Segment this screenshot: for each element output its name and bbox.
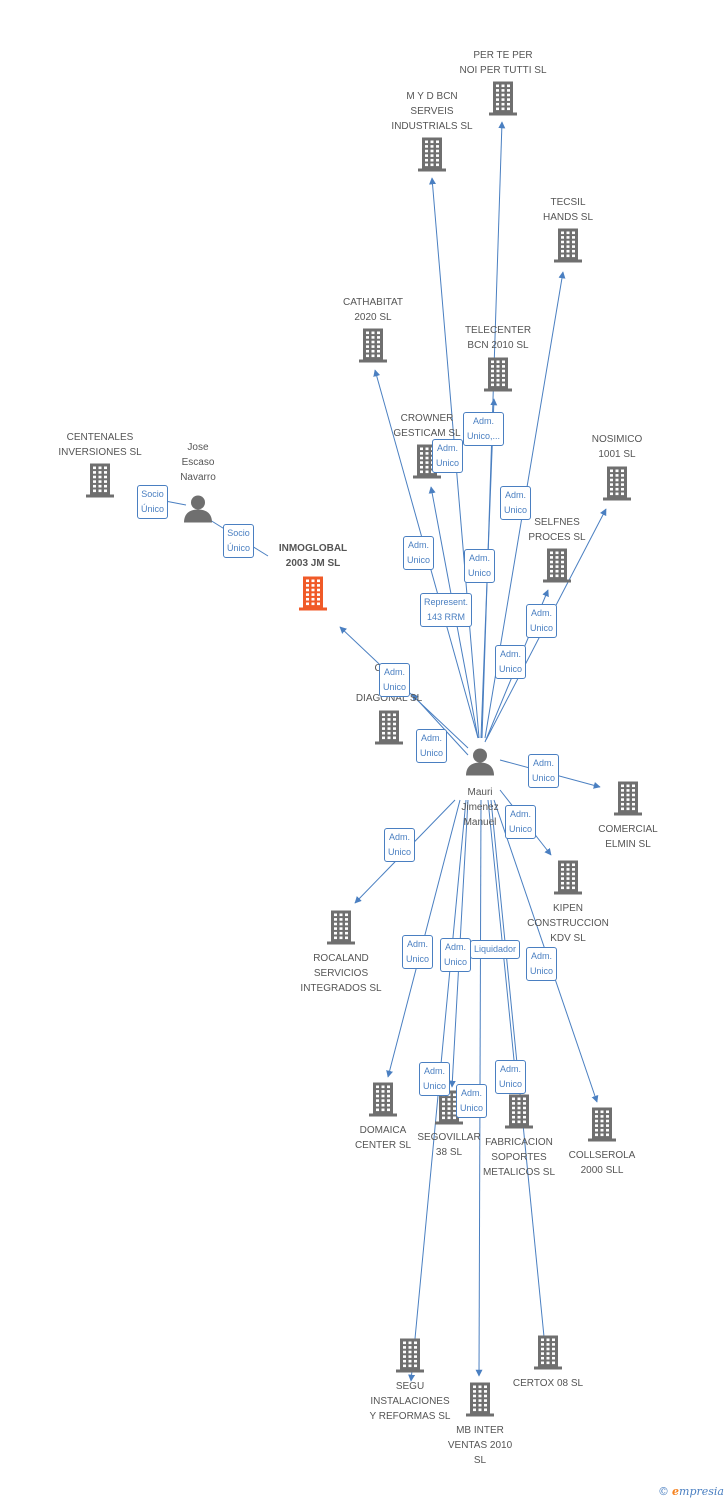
building-icon	[534, 1335, 562, 1370]
edge-label-mauri-to-cons[interactable]: Adm. Unico	[416, 729, 448, 763]
building-icon	[396, 1338, 424, 1373]
building-icon	[489, 81, 517, 116]
node-label-tecsil[interactable]: TECSIL HANDS SL	[542, 197, 594, 223]
building-icon	[435, 1090, 463, 1125]
brand-initial: e	[672, 1485, 680, 1498]
node-label-certox[interactable]: CERTOX 08 SL	[512, 1378, 584, 1389]
edge-label-mauri-to-inmoglobal[interactable]: Adm. Unico	[379, 663, 411, 697]
node-label-jose[interactable]: Jose Escaso Navarro	[180, 442, 216, 483]
edge-label-jose-to-centenales[interactable]: Socio Único	[137, 485, 169, 519]
node-label-mauri[interactable]: Mauri Jimenez Manuel	[461, 787, 499, 828]
building-icon	[603, 466, 631, 501]
edge-label-mauri-to-tecsil[interactable]: Adm. Unico	[500, 486, 532, 520]
node-label-per_te_per[interactable]: PER TE PER NOI PER TUTTI SL	[459, 50, 547, 76]
node-label-comercial[interactable]: COMERCIAL ELMIN SL	[598, 824, 658, 850]
building-icon	[543, 548, 571, 583]
edge-label-jose-to-inmoglobal[interactable]: Socio Único	[223, 524, 255, 558]
node-label-inmoglobal[interactable]: INMOGLOBAL 2003 JM SL	[278, 543, 348, 569]
node-label-rocaland[interactable]: ROCALAND SERVICIOS INTEGRADOS SL	[300, 953, 382, 994]
building-icon	[86, 463, 114, 498]
edge-label-mauri-to-certox[interactable]: Adm. Unico	[495, 1060, 527, 1094]
brand-name: mpresia	[679, 1485, 724, 1498]
building-icon	[375, 710, 403, 745]
edge-label-mauri-to-segovillar[interactable]: Adm. Unico	[440, 938, 472, 972]
building-icon	[359, 328, 387, 363]
node-label-domaica[interactable]: DOMAICA CENTER SL	[354, 1125, 412, 1151]
node-myd[interactable]	[418, 137, 446, 177]
node-label-cathabitat[interactable]: CATHABITAT 2020 SL	[343, 297, 403, 323]
node-label-mbinter[interactable]: MB INTER VENTAS 2010 SL	[447, 1425, 513, 1466]
focus-building-icon	[299, 576, 327, 611]
edge-label-mauri-to-kipen[interactable]: Adm. Unico	[505, 805, 537, 839]
node-label-selfnes[interactable]: SELFNES PROCES SL	[528, 517, 586, 543]
node-mauri[interactable]	[465, 748, 495, 781]
node-selfnes[interactable]	[543, 548, 571, 588]
node-nosimico[interactable]	[603, 466, 631, 506]
node-comercial[interactable]	[614, 781, 642, 821]
edge-label-mauri-to-telecenter[interactable]: Adm. Unico	[464, 549, 496, 583]
edge-label-mauri-to-myd[interactable]: Adm. Unico	[432, 439, 464, 473]
node-centenales[interactable]	[86, 463, 114, 503]
building-icon	[484, 357, 512, 392]
edge-label-mauri-to-rocaland[interactable]: Adm. Unico	[384, 828, 416, 862]
node-rocaland[interactable]	[327, 910, 355, 950]
node-label-segovillar[interactable]: SEGOVILLAR 38 SL	[417, 1132, 481, 1158]
edge-label-mauri-to-selfnes[interactable]: Adm. Unico	[495, 645, 527, 679]
node-label-collserola[interactable]: COLLSEROLA 2000 SLL	[568, 1150, 636, 1176]
building-icon	[466, 1382, 494, 1417]
building-icon	[418, 137, 446, 172]
building-icon	[588, 1107, 616, 1142]
edge-label-mauri-to-domaica[interactable]: Adm. Unico	[402, 935, 434, 969]
node-kipen[interactable]	[554, 860, 582, 900]
building-icon	[614, 781, 642, 816]
edge-label-mauri-to-collserola[interactable]: Adm. Unico	[526, 947, 558, 981]
edge-label-mauri-to-cathabitat[interactable]: Adm. Unico	[403, 536, 435, 570]
node-label-fabricacion[interactable]: FABRICACION SOPORTES METALICOS SL	[482, 1137, 556, 1178]
node-label-centenales[interactable]: CENTENALES INVERSIONES SL	[58, 432, 142, 458]
edge-label-mauri-to-mbinter[interactable]: Adm. Unico	[456, 1084, 488, 1118]
building-icon	[505, 1094, 533, 1129]
node-mbinter[interactable]	[466, 1382, 494, 1422]
node-segovillar[interactable]	[435, 1090, 463, 1130]
empresia-brand: ©empresia	[658, 1485, 724, 1498]
edge-label-mauri-to-segu[interactable]: Adm. Unico	[419, 1062, 451, 1096]
person-icon	[184, 495, 212, 523]
node-domaica[interactable]	[369, 1082, 397, 1122]
node-telecenter[interactable]	[484, 357, 512, 397]
edge-label-mauri-to-per_te_per[interactable]: Adm. Unico,...	[463, 412, 505, 446]
node-jose[interactable]	[183, 495, 213, 528]
node-label-segu[interactable]: SEGU INSTALACIONES Y REFORMAS SL	[369, 1381, 451, 1422]
node-label-nosimico[interactable]: NOSIMICO 1001 SL	[591, 434, 643, 460]
node-inmoglobal[interactable]	[299, 576, 327, 616]
node-cons[interactable]	[375, 710, 403, 750]
building-icon	[369, 1082, 397, 1117]
node-label-crowner[interactable]: CROWNER GESTICAM SL	[393, 413, 461, 439]
person-icon	[466, 748, 494, 776]
node-per_te_per[interactable]	[489, 81, 517, 121]
edge-label-mauri-to-nosimico[interactable]: Adm. Unico	[526, 604, 558, 638]
edge-mauri-to-cons	[411, 693, 469, 756]
building-icon	[554, 228, 582, 263]
building-icon	[554, 860, 582, 895]
node-segu[interactable]	[396, 1338, 424, 1378]
building-icon	[327, 910, 355, 945]
node-collserola[interactable]	[588, 1107, 616, 1147]
node-label-telecenter[interactable]: TELECENTER BCN 2010 SL	[464, 325, 532, 351]
node-fabricacion[interactable]	[505, 1094, 533, 1134]
node-tecsil[interactable]	[554, 228, 582, 268]
node-cathabitat[interactable]	[359, 328, 387, 368]
edge-label-mauri-to-fabricacion[interactable]: Liquidador	[470, 940, 521, 959]
edge-label-mauri-to-comercial[interactable]: Adm. Unico	[528, 754, 560, 788]
copyright-mark: ©	[658, 1485, 670, 1498]
edge-label-mauri-to-crowner[interactable]: Represent. 143 RRM	[420, 593, 473, 627]
node-certox[interactable]	[534, 1335, 562, 1375]
node-label-myd[interactable]: M Y D BCN SERVEIS INDUSTRIALS SL	[391, 91, 473, 132]
node-label-kipen[interactable]: KIPEN CONSTRUCCION KDV SL	[527, 903, 609, 944]
